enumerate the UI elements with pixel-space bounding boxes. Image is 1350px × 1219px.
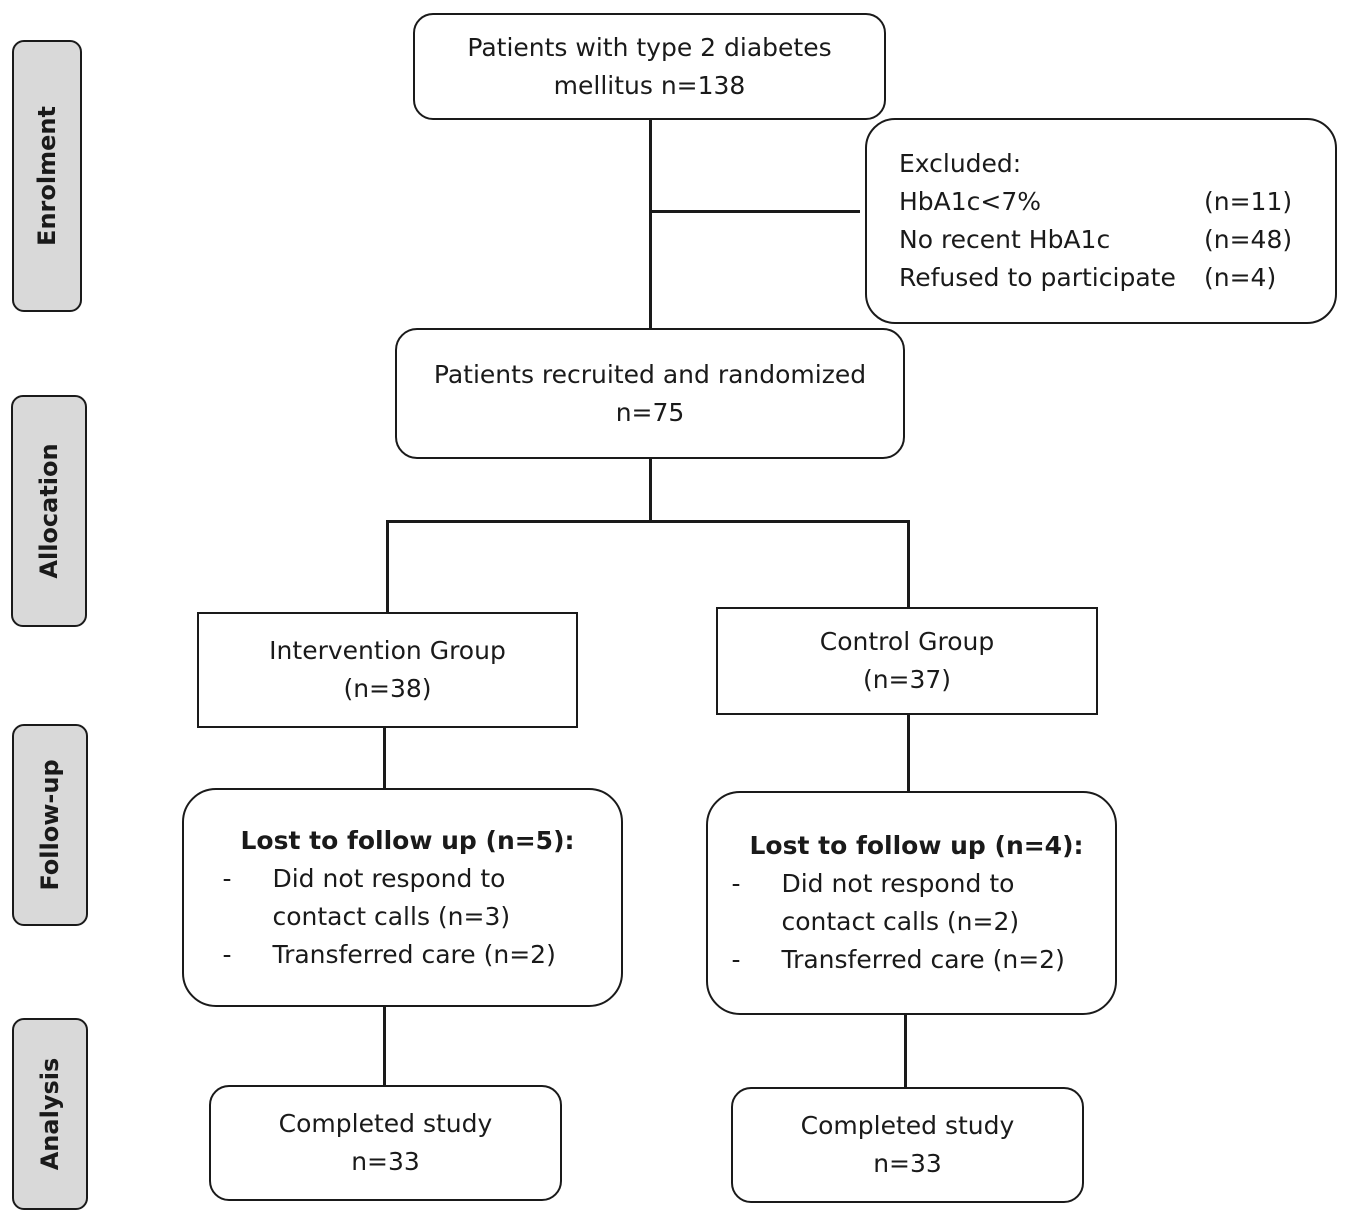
control-group-box: Control Group (n=37) xyxy=(716,607,1098,715)
completed-control-box: Completed study n=33 xyxy=(731,1087,1084,1203)
excluded-row: No recent HbA1c (n=48) xyxy=(899,221,1335,259)
list-dash: - xyxy=(222,863,232,893)
connector-enrol-to-random xyxy=(649,118,652,330)
excluded-count: (n=48) xyxy=(1204,225,1293,254)
enrolment-line1: Patients with type 2 diabetes xyxy=(467,32,832,62)
intervention-line2: (n=38) xyxy=(343,674,432,703)
control-line2: (n=37) xyxy=(862,665,952,694)
stage-label-follow-up: Follow-up xyxy=(36,759,64,891)
lost-control-item-text: Did not respond to contact calls (n=2) xyxy=(781,869,1020,936)
stage-tab-analysis: Analysis xyxy=(12,1018,88,1210)
connector-control-to-lost xyxy=(907,713,910,793)
connector-split-horizontal xyxy=(386,520,910,523)
excluded-box: Excluded: HbA1c<7% (n=11) No recent HbA1… xyxy=(865,118,1337,324)
list-dash: - xyxy=(731,945,741,974)
enrolment-box: Patients with type 2 diabetes mellitus n… xyxy=(413,13,886,120)
connector-exclusion-branch xyxy=(650,210,860,213)
lost-followup-intervention-box: Lost to follow up (n=5): - Did not respo… xyxy=(182,788,623,1007)
list-dash: - xyxy=(222,939,232,969)
connector-lost-to-complete-left xyxy=(383,1005,386,1088)
intervention-group-box: Intervention Group (n=38) xyxy=(197,612,578,728)
excluded-count: (n=11) xyxy=(1204,187,1293,216)
enrolment-line2: mellitus n=138 xyxy=(553,70,746,100)
lost-control-content: Lost to follow up (n=4): - Did not respo… xyxy=(731,827,1083,979)
stage-tab-enrolment: Enrolment xyxy=(12,40,82,312)
connector-intervention-to-lost xyxy=(383,726,386,791)
stage-label-enrolment: Enrolment xyxy=(33,106,61,246)
excluded-row: Refused to participate (n=4) xyxy=(899,259,1335,297)
excluded-row: HbA1c<7% (n=11) xyxy=(899,183,1335,221)
lost-control-item: - Transferred care (n=2) xyxy=(731,941,1083,979)
randomized-line2: n=75 xyxy=(615,397,685,427)
lost-intervention-item: - Did not respond to contact calls (n=3) xyxy=(222,860,574,936)
completed-intervention-line1: Completed study xyxy=(278,1109,493,1138)
lost-control-item: - Did not respond to contact calls (n=2) xyxy=(731,865,1083,941)
intervention-line1: Intervention Group xyxy=(269,636,506,665)
stage-label-analysis: Analysis xyxy=(36,1057,64,1171)
lost-followup-control-box: Lost to follow up (n=4): - Did not respo… xyxy=(706,791,1117,1015)
excluded-label: HbA1c<7% xyxy=(899,187,1042,216)
lost-control-item-text: Transferred care (n=2) xyxy=(781,945,1065,974)
lost-intervention-title: Lost to follow up (n=5): xyxy=(240,825,575,855)
connector-split-right xyxy=(907,520,910,609)
completed-control-line1: Completed study xyxy=(800,1111,1015,1140)
randomized-line1: Patients recruited and randomized xyxy=(433,359,867,389)
stage-tab-allocation: Allocation xyxy=(11,395,87,627)
connector-split-left xyxy=(386,520,389,614)
completed-control-line2: n=33 xyxy=(873,1149,942,1178)
randomized-box: Patients recruited and randomized n=75 xyxy=(395,328,905,459)
lost-intervention-item-text: Did not respond to contact calls (n=3) xyxy=(272,863,511,931)
lost-intervention-item: - Transferred care (n=2) xyxy=(222,936,574,974)
completed-intervention-line2: n=33 xyxy=(351,1147,420,1176)
lost-intervention-item-text: Transferred care (n=2) xyxy=(272,939,556,969)
excluded-label: Refused to participate xyxy=(899,263,1176,292)
excluded-title: Excluded: xyxy=(899,149,1022,178)
list-dash: - xyxy=(731,869,741,898)
excluded-label: No recent HbA1c xyxy=(899,225,1111,254)
control-line1: Control Group xyxy=(819,627,995,656)
lost-intervention-content: Lost to follow up (n=5): - Did not respo… xyxy=(222,822,574,974)
connector-random-down xyxy=(649,457,652,522)
completed-intervention-box: Completed study n=33 xyxy=(209,1085,562,1201)
excluded-count: (n=4) xyxy=(1204,263,1277,292)
connector-lost-to-complete-right xyxy=(904,1013,907,1090)
lost-control-title: Lost to follow up (n=4): xyxy=(749,831,1084,860)
stage-label-allocation: Allocation xyxy=(35,443,63,579)
stage-tab-follow-up: Follow-up xyxy=(12,724,88,926)
